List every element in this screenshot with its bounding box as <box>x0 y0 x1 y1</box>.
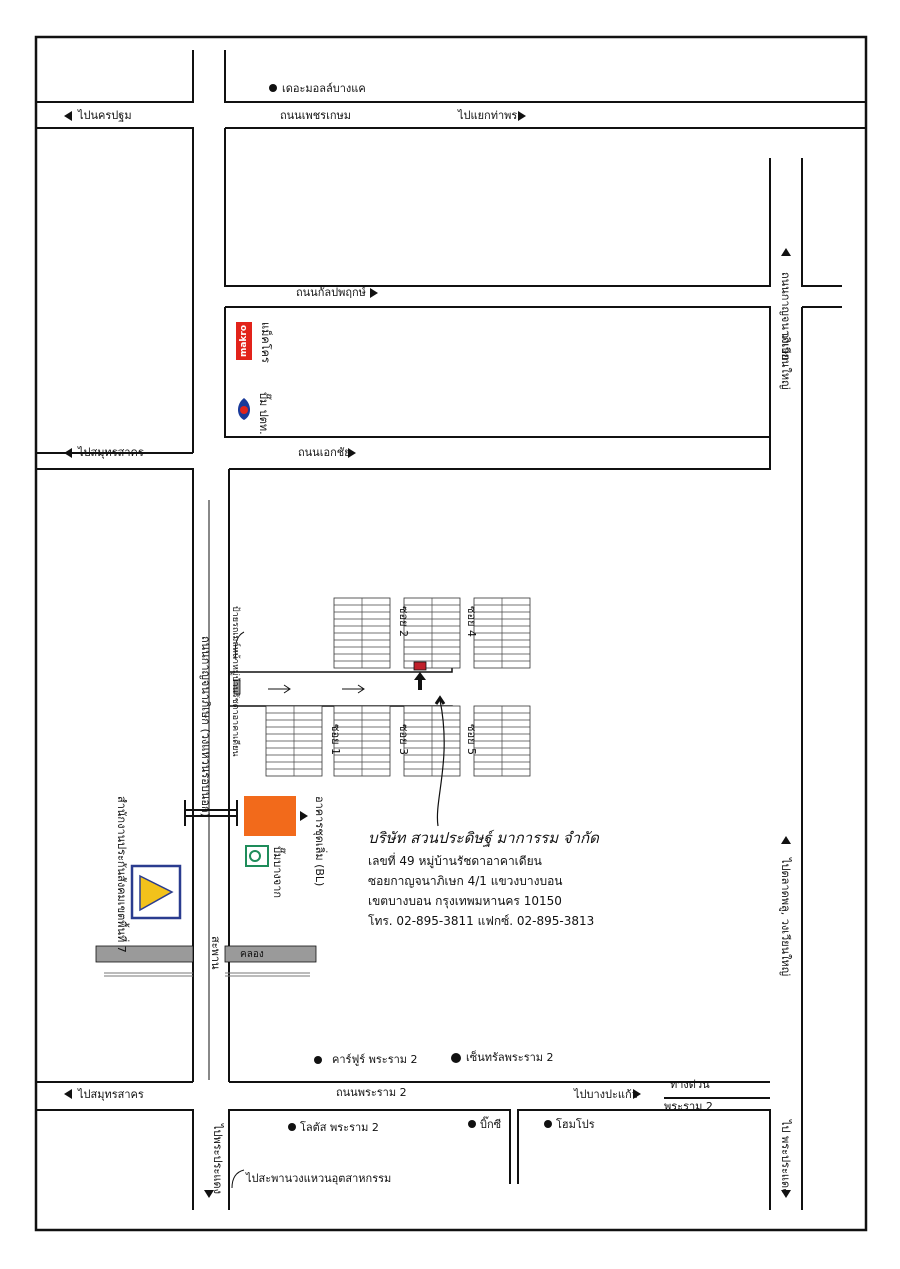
company-address-3: เขตบางบอน กรุงเทพมหานคร 10150 <box>368 894 562 908</box>
soi-1-label: ซอย 1 <box>329 724 342 756</box>
soi-2-label: ซอย 2 <box>397 606 410 638</box>
bus-stop-label: ป้ายรถเมล์หน้าหมู่บ้านรัชดาอาคาเดียน <box>230 606 240 757</box>
road-edges <box>36 50 866 1210</box>
ring-callout <box>231 1169 245 1189</box>
bangchak-icon <box>245 845 269 867</box>
map-frame <box>34 35 868 1232</box>
to-samut-sakhon-label: ไปสมุทรสาคร <box>78 446 144 459</box>
bus-stop-marker <box>233 679 241 695</box>
soi-5-label: ซอย 5 <box>465 724 478 756</box>
canal <box>224 945 317 963</box>
ekkachai-label: ถนนเอกชัย <box>298 446 351 459</box>
footbridge <box>184 800 238 826</box>
to-tha-phra-label: ไปแยกท่าพระ <box>458 109 524 122</box>
expressway-rama2-label: พระราม 2 <box>664 1100 713 1113</box>
wongwian-yai-label: วงเวียนใหญ่ <box>779 332 792 390</box>
soi-4-label: ซอย 4 <box>465 606 478 638</box>
canal <box>95 945 194 963</box>
block-grid-lines <box>266 598 530 776</box>
target-marker <box>413 661 427 671</box>
bangchak-label: ปั๊มบางจาก <box>271 846 284 899</box>
company-address-1: เลขที่ 49 หมู่บ้านรัชดาอาคาเดียน <box>368 854 542 868</box>
kanlapaphruek-label: ถนนกัลปพฤกษ์ <box>296 286 366 299</box>
canal-label: คลอง <box>240 949 264 960</box>
ptt-label: ปั๊ม ปตท. <box>257 392 270 435</box>
social-security-label: สำนักงานประกันสังคมเขตพื้นที่ 7 <box>115 796 128 953</box>
to-phra-pradaeng-right-label: ไป พระประแดง <box>779 1120 792 1194</box>
kanchanaphisek-label: ถนนกาญจนาภิเษก (วงแหวนรอบนอก) <box>199 636 212 817</box>
to-samut-sakhon-2-label: ไปสมุทรสาคร <box>78 1088 144 1101</box>
company-address-2: ซอยกาญจนาภิเษก 4/1 แขวงบางบอน <box>368 874 563 888</box>
big-c-label: บิ๊กซี <box>480 1118 502 1131</box>
carrefour-label: คาร์ฟูร์ พระราม 2 <box>332 1053 418 1066</box>
homepro-label: โฮมโปร <box>556 1118 595 1131</box>
to-nakhon-pathom-label: ไปนครปฐม <box>78 109 132 122</box>
soi-3-label: ซอย 3 <box>397 724 410 756</box>
soi-direction-arrows <box>268 684 365 694</box>
to-industrial-ring-label: ไปสะพานวงแหวนอุตสาหกรรม <box>246 1172 392 1185</box>
expressway-label: ทางด่วน <box>670 1078 710 1091</box>
building-bl <box>244 796 296 836</box>
bus-stop-callout <box>234 631 245 661</box>
building-pointer <box>300 811 308 821</box>
central-label: เซ็นทรัลพระราม 2 <box>466 1051 554 1064</box>
to-bang-kaeo-label: ไปบางปะแก้ว <box>574 1088 638 1101</box>
to-talad-phlu-label: ไปตลาดพลู, วงเวียนใหญ่ <box>779 858 792 977</box>
target-arrow <box>414 672 426 690</box>
company-name: บริษัท สวนประดิษฐ์ มาการรม จำกัด <box>368 829 599 847</box>
makro-logo: makro <box>236 322 252 360</box>
callout-line <box>436 699 445 827</box>
phetkasem-label: ถนนเพชรเกษม <box>280 109 352 122</box>
road-arrows <box>64 111 791 1198</box>
building-bl-label: อาคารชุดเลิ่ม (BL) <box>313 796 326 887</box>
the-mall-label: เดอะมอลล์บางแค <box>282 82 366 95</box>
bridge-label: สะพาน <box>209 936 222 970</box>
rama2-label: ถนนพระราม 2 <box>336 1086 407 1099</box>
lotus-label: โลตัส พระราม 2 <box>300 1121 379 1134</box>
landmark-dots <box>269 84 552 1131</box>
to-phra-pradaeng-left-label: ไปพระประแดง <box>211 1124 224 1194</box>
callout-head <box>434 695 446 705</box>
makro-label: แม็คโคร <box>259 322 272 363</box>
company-phone: โทร. 02-895-3811 แฟกซ์. 02-895-3813 <box>368 914 595 928</box>
railway <box>104 972 310 977</box>
